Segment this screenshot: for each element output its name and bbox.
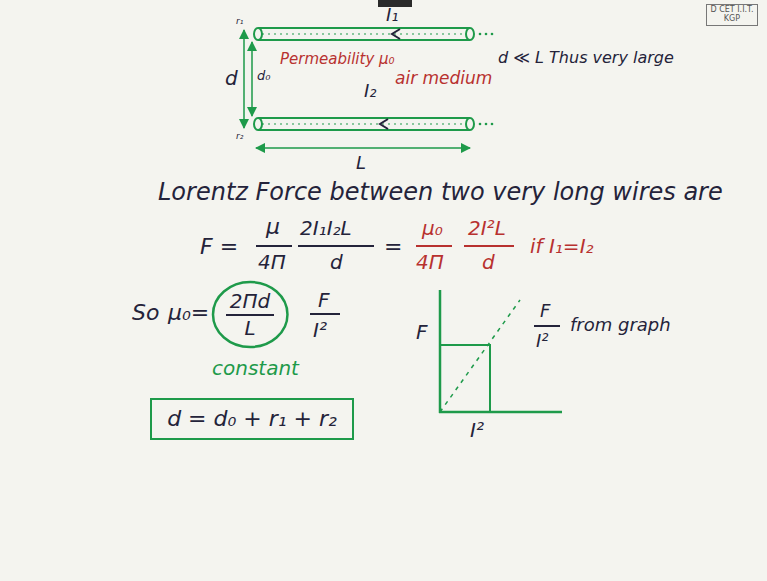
equation-part: F xyxy=(318,288,330,312)
dimension-label: d xyxy=(225,66,238,90)
equation-part: So xyxy=(132,300,159,326)
medium-note: air medium xyxy=(395,68,492,88)
fraction-bar xyxy=(534,325,560,327)
equation-part: I² xyxy=(313,318,327,342)
equation-part: d xyxy=(330,250,343,274)
equation-part: = xyxy=(384,234,402,260)
ellipsis-dot xyxy=(485,123,488,126)
equation-part: 2I²L xyxy=(468,216,506,240)
wire-end xyxy=(254,118,262,130)
medium-note: Permeability μ₀ xyxy=(280,50,395,68)
node-text: d = d₀ + r₁ + r₂ xyxy=(166,406,338,432)
annotation: constant xyxy=(212,356,299,380)
graph-note: F xyxy=(540,300,550,322)
circle-outline xyxy=(213,282,287,347)
equation-part: μ₀= xyxy=(168,300,209,326)
wire-end xyxy=(466,28,474,40)
radius-label: r₁ xyxy=(236,16,243,27)
dimension-arrow xyxy=(251,42,253,116)
node-text: 2Πd xyxy=(226,289,274,316)
current-arrow xyxy=(392,29,400,39)
dimension-arrow xyxy=(256,147,470,149)
formula-box: d = d₀ + r₁ + r₂ xyxy=(150,398,354,440)
ellipsis-dot xyxy=(491,123,494,126)
fraction-bar xyxy=(256,245,292,247)
fraction-bar xyxy=(416,245,452,247)
current-label: I₁ xyxy=(386,4,399,26)
wire-edge xyxy=(258,27,470,29)
wire-edge xyxy=(258,129,470,131)
axis-label: I² xyxy=(470,418,484,442)
equation-part: F = xyxy=(200,234,238,260)
equation-part: 4Π xyxy=(416,250,444,274)
current-arrow xyxy=(380,119,388,129)
graph-note: from graph xyxy=(570,314,671,336)
note: d ≪ L Thus very large xyxy=(498,48,674,67)
ellipsis-dot xyxy=(485,33,488,36)
ellipsis-dot xyxy=(479,123,482,126)
graph-axis xyxy=(439,290,442,413)
fraction-bar xyxy=(310,313,340,315)
fraction-bar xyxy=(464,245,514,247)
equation-part: μ xyxy=(266,214,280,240)
equation-part: μ₀ xyxy=(422,216,443,240)
wire-core xyxy=(262,123,466,124)
dimension-label: L xyxy=(356,152,366,174)
ellipsis-dot xyxy=(491,33,494,36)
condition-note: if I₁=I₂ xyxy=(530,234,594,258)
wire-core xyxy=(262,33,466,34)
dimension-label: d₀ xyxy=(257,68,270,84)
logo: D CET I.I.T. KGP xyxy=(706,4,758,26)
wire-edge xyxy=(258,39,470,41)
graph-line xyxy=(440,300,520,412)
graph-axis xyxy=(439,411,562,414)
equation-part: 4Π xyxy=(258,250,286,274)
circled-expression: 2ΠdL xyxy=(211,280,289,349)
heading-text: Lorentz Force between two very long wire… xyxy=(158,178,723,207)
equation-part: 2I₁I₂L xyxy=(300,216,352,240)
graph-note: I² xyxy=(536,330,549,352)
wire-end xyxy=(466,118,474,130)
axis-label: F xyxy=(416,320,428,344)
wire-end xyxy=(254,28,262,40)
dimension-arrow xyxy=(243,30,245,128)
node-text: L xyxy=(244,316,255,340)
ellipsis-dot xyxy=(479,33,482,36)
current-label: I₂ xyxy=(364,80,377,102)
wire-edge xyxy=(258,117,470,119)
radius-label: r₂ xyxy=(236,131,243,142)
equation-part: d xyxy=(482,250,495,274)
fraction-bar xyxy=(298,245,374,247)
